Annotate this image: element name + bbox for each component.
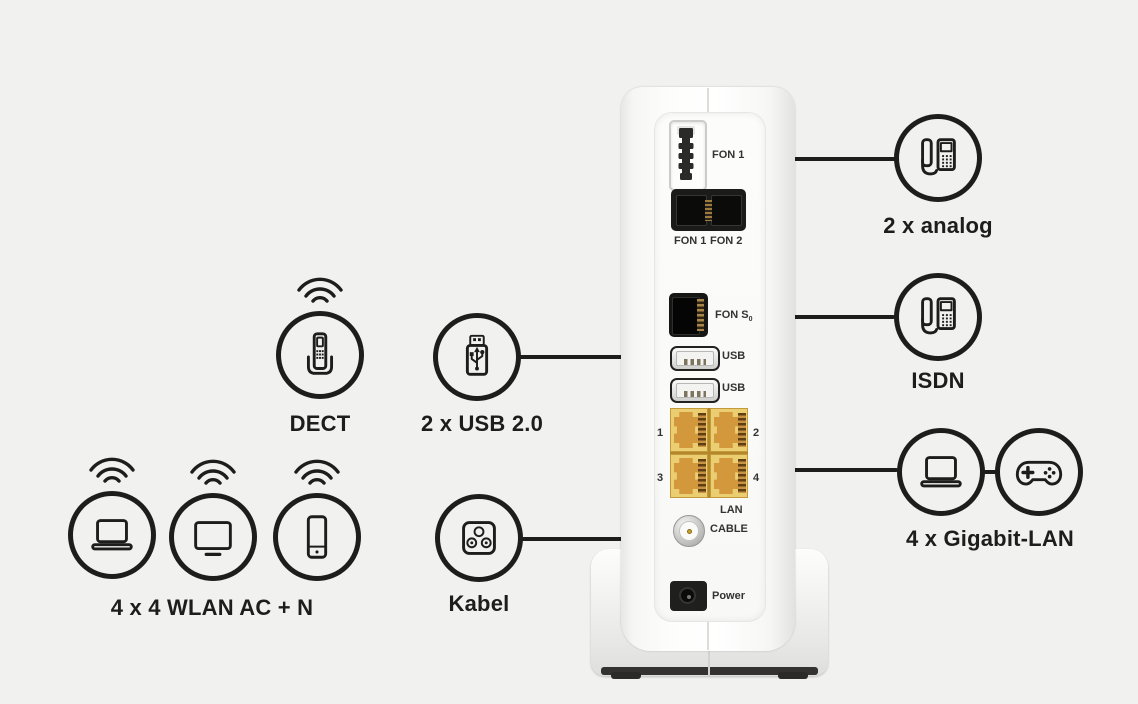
fon-s0-port bbox=[669, 293, 708, 337]
desk-phone-icon bbox=[921, 297, 956, 335]
wifi-waves-icon bbox=[89, 457, 135, 483]
lan-opening bbox=[674, 412, 698, 448]
cable-connector bbox=[673, 515, 705, 547]
port-label-fon1: FON 1 bbox=[674, 235, 707, 247]
port-label-fon-s0: FON S0 bbox=[715, 309, 753, 324]
stand-seam bbox=[708, 646, 710, 676]
wlan-smartphone-circle bbox=[273, 493, 361, 581]
dect-callout-circle bbox=[276, 311, 364, 399]
tv-icon bbox=[194, 521, 232, 556]
wifi-waves-icon bbox=[294, 459, 340, 485]
port-label-cable: CABLE bbox=[710, 523, 748, 535]
router-foot bbox=[778, 672, 808, 679]
laptop-icon bbox=[920, 456, 962, 488]
power-jack-pinhole bbox=[686, 594, 691, 599]
lan-pins bbox=[738, 413, 746, 447]
port-label-lan: LAN bbox=[720, 504, 743, 516]
usb-port-2 bbox=[670, 378, 720, 403]
dect-label: DECT bbox=[289, 411, 351, 436]
laptop-icon bbox=[91, 519, 133, 551]
fon-s0-opening bbox=[672, 297, 700, 335]
wifi-waves-icon bbox=[190, 459, 236, 485]
gigabit-label: 4 x Gigabit-LAN bbox=[905, 526, 1074, 551]
usb-callout-label: 2 x USB 2.0 bbox=[420, 411, 544, 436]
lan-port-3 bbox=[670, 454, 708, 498]
lan-pins bbox=[698, 459, 706, 493]
callout-line-analog bbox=[778, 157, 896, 161]
gamepad-icon bbox=[1015, 460, 1063, 486]
power-jack bbox=[670, 581, 707, 611]
cable-connector-pin bbox=[686, 528, 692, 534]
smartphone-icon bbox=[306, 515, 328, 559]
lan-opening bbox=[714, 412, 738, 448]
wifi-waves-icon bbox=[297, 277, 343, 303]
fon-port-block bbox=[671, 189, 746, 231]
desk-phone-icon bbox=[921, 138, 956, 176]
callout-line-isdn bbox=[777, 315, 895, 319]
analog-label: 2 x analog bbox=[883, 213, 993, 238]
lan-port-1 bbox=[670, 408, 708, 452]
analog-callout-circle bbox=[894, 114, 982, 202]
router-foot bbox=[611, 672, 641, 679]
port-panel: FON 1 FON 1 FON 2 FON S0 USB bbox=[654, 112, 766, 622]
wlan-label: 4 x 4 WLAN AC + N bbox=[110, 595, 314, 620]
isdn-callout-circle bbox=[894, 273, 982, 361]
port-label-fon1-tae: FON 1 bbox=[712, 149, 745, 161]
fon1-port bbox=[676, 195, 707, 226]
cordless-phone-icon bbox=[306, 332, 334, 375]
usb-callout-circle bbox=[433, 313, 521, 401]
kabel-label: Kabel bbox=[448, 591, 510, 616]
lan-opening bbox=[674, 458, 698, 494]
gigabit-laptop-circle bbox=[897, 428, 985, 516]
usb-stick-icon bbox=[465, 334, 489, 376]
lan-number-1: 1 bbox=[657, 427, 664, 439]
usb-contacts bbox=[684, 359, 706, 365]
cable-socket-icon bbox=[462, 521, 496, 555]
lan-pins bbox=[738, 459, 746, 493]
tae-plug-icon bbox=[678, 128, 694, 180]
kabel-callout-circle bbox=[435, 494, 523, 582]
usb-contacts bbox=[684, 391, 706, 397]
port-label-usb-1: USB bbox=[722, 350, 746, 362]
lan-pins bbox=[698, 413, 706, 447]
port-label-power: Power bbox=[712, 590, 746, 602]
lan-port-4 bbox=[710, 454, 748, 498]
lan-port-block bbox=[670, 408, 748, 498]
usb-port-1 bbox=[670, 346, 720, 371]
callout-line-usb bbox=[519, 355, 640, 359]
callout-line-kabel bbox=[521, 537, 640, 541]
body-seam-top bbox=[707, 88, 709, 112]
fon-s0-pins bbox=[697, 299, 704, 331]
port-label-usb-2: USB bbox=[722, 382, 746, 394]
fon2-port bbox=[711, 195, 742, 226]
lan-port-2 bbox=[710, 408, 748, 452]
lan-number-4: 4 bbox=[753, 472, 760, 484]
tae-port bbox=[669, 120, 707, 191]
lan-number-3: 3 bbox=[657, 472, 664, 484]
fon-port-pins bbox=[705, 200, 712, 221]
wlan-tv-circle bbox=[169, 493, 257, 581]
isdn-label: ISDN bbox=[911, 368, 965, 393]
lan-opening bbox=[714, 458, 738, 494]
body-seam-bottom bbox=[707, 621, 709, 650]
router-body: FON 1 FON 1 FON 2 FON S0 USB bbox=[621, 87, 795, 651]
port-label-fon2: FON 2 bbox=[710, 235, 743, 247]
callout-line-gigabit-connector bbox=[983, 470, 997, 474]
lan-number-2: 2 bbox=[753, 427, 760, 439]
wlan-laptop-circle bbox=[68, 491, 156, 579]
callout-line-gigabit bbox=[775, 468, 898, 472]
gigabit-gamepad-circle bbox=[995, 428, 1083, 516]
